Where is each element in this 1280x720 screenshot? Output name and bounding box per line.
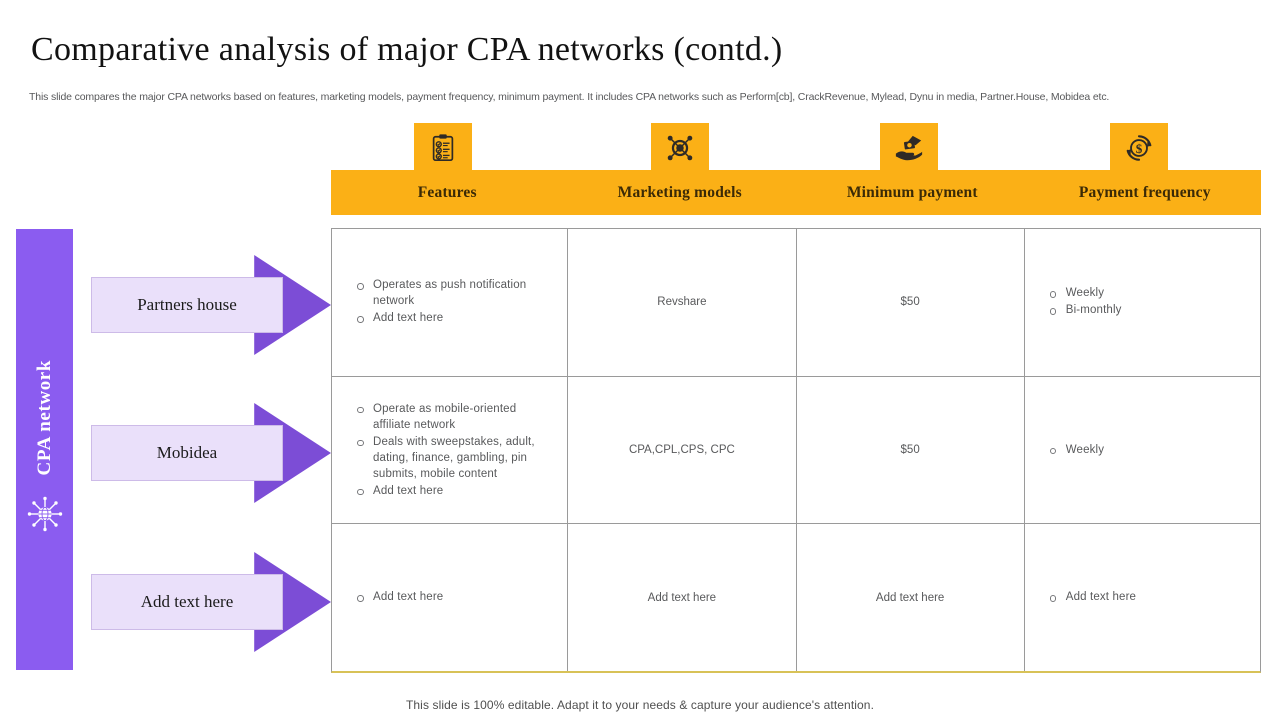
row-label: Add text here <box>91 574 283 630</box>
footer-note: This slide is 100% editable. Adapt it to… <box>405 698 875 712</box>
column-header-payment-frequency: Payment frequency <box>1078 183 1211 201</box>
table-row: Add text here Add text here Add text her… <box>332 524 1260 672</box>
list-item: Deals with sweepstakes, adult, dating, f… <box>354 434 553 482</box>
svg-text:$: $ <box>1136 141 1143 156</box>
row-label: Mobidea <box>91 425 283 481</box>
table-header-row: Features Marketing models Minimum paymen… <box>331 170 1261 215</box>
row-label-arrow-partners-house[interactable]: Partners house <box>91 255 331 355</box>
cell-features: Operate as mobile-oriented affiliate net… <box>332 376 569 524</box>
globe-network-icon <box>25 494 65 539</box>
payment-frequency-list: Weekly <box>1047 442 1104 459</box>
network-target-icon <box>651 123 709 173</box>
list-item: Operates as push notification network <box>354 277 553 309</box>
cell-payment-frequency: Weekly <box>1025 377 1260 524</box>
table-row: Operate as mobile-oriented affiliate net… <box>332 376 1260 525</box>
cell-features: Operates as push notification network Ad… <box>332 229 569 376</box>
payment-frequency-list: Weekly Bi-monthly <box>1047 285 1122 319</box>
row-label-arrow-mobidea[interactable]: Mobidea <box>91 403 331 503</box>
features-list: Operate as mobile-oriented affiliate net… <box>354 401 553 500</box>
column-header-minimum-payment: Minimum payment <box>846 183 978 201</box>
cell-marketing-models: CPA,CPL,CPS, CPC <box>568 376 797 524</box>
hand-money-icon <box>880 123 938 173</box>
comparison-table: Operates as push notification network Ad… <box>331 228 1261 673</box>
table-row: Operates as push notification network Ad… <box>332 229 1260 377</box>
cell-minimum-payment: Add text here <box>797 524 1025 672</box>
slide-description: This slide compares the major CPA networ… <box>29 91 1110 103</box>
list-item: Add text here <box>1047 589 1136 605</box>
list-item: Add text here <box>354 589 443 605</box>
list-item: Weekly <box>1047 285 1122 301</box>
row-label-arrow-add-text-here[interactable]: Add text here <box>91 552 331 652</box>
cell-marketing-models: Add text here <box>568 524 797 672</box>
cell-minimum-payment: $50 <box>797 376 1025 524</box>
features-list: Operates as push notification network Ad… <box>354 277 553 327</box>
cpa-network-sidebar: CPA network <box>16 229 73 670</box>
cell-features: Add text here <box>332 524 569 672</box>
column-header-features: Features <box>417 183 477 201</box>
list-item: Bi-monthly <box>1047 302 1122 318</box>
row-label: Partners house <box>91 277 283 333</box>
checklist-clipboard-icon <box>414 123 472 173</box>
cell-marketing-models: Revshare <box>568 229 797 376</box>
cell-payment-frequency: Weekly Bi-monthly <box>1025 229 1260 376</box>
features-list: Add text here <box>354 589 443 606</box>
page-title: Comparative analysis of major CPA networ… <box>31 31 783 68</box>
payment-frequency-list: Add text here <box>1047 589 1136 606</box>
sidebar-label: CPA network <box>33 360 55 476</box>
cell-payment-frequency: Add text here <box>1025 524 1260 671</box>
list-item: Weekly <box>1047 442 1104 458</box>
dollar-refresh-icon: $ <box>1110 123 1168 173</box>
list-item: Operate as mobile-oriented affiliate net… <box>354 401 553 433</box>
cell-minimum-payment: $50 <box>797 229 1025 376</box>
column-header-marketing-models: Marketing models <box>617 183 742 201</box>
list-item: Add text here <box>354 310 553 326</box>
list-item: Add text here <box>354 483 553 499</box>
